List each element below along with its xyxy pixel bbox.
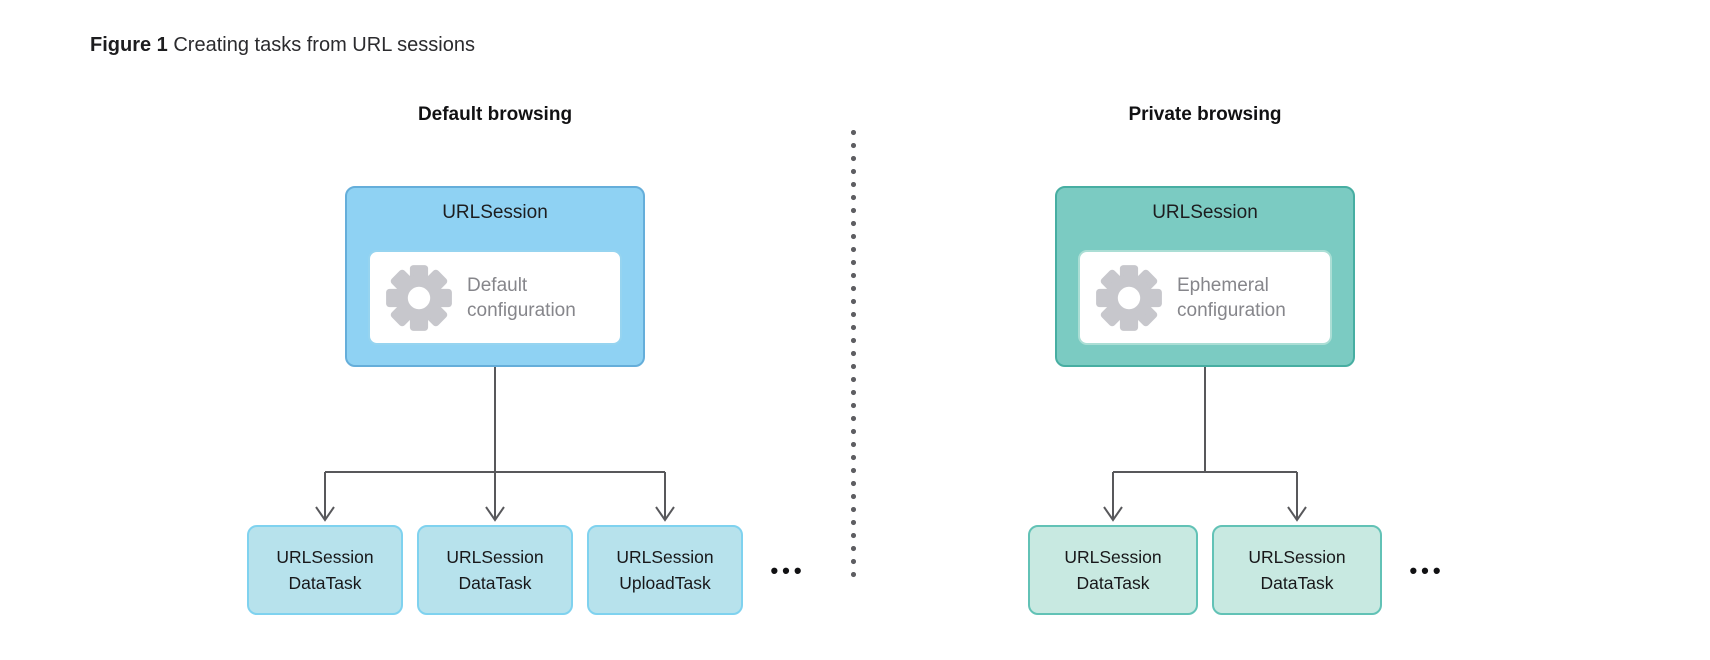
task-label-line2: DataTask — [288, 573, 362, 593]
task-label-line1: URLSession — [276, 547, 374, 567]
ephemeral-configuration-box: Ephemeral configuration — [1078, 250, 1332, 345]
more-tasks-ellipsis: ••• — [1409, 558, 1445, 583]
task-label-line2: DataTask — [1076, 573, 1150, 593]
gear-icon — [1096, 264, 1162, 331]
figure-caption: Creating tasks from URL sessions — [173, 34, 475, 56]
default-configuration-box: Default configuration — [368, 250, 622, 345]
configuration-label: Default configuration — [467, 274, 576, 321]
session-title: URLSession — [442, 202, 548, 223]
private-urlsession-box: URLSession Ephemeral configuration — [1055, 186, 1355, 367]
more-tasks-ellipsis: ••• — [770, 558, 806, 583]
task-label-line1: URLSession — [616, 547, 714, 567]
default-urlsession-box: URLSession Default configuration — [345, 186, 645, 367]
task-box: URLSession UploadTask — [587, 525, 743, 615]
arrowhead-icon — [1103, 506, 1123, 522]
task-label-line2: DataTask — [458, 573, 532, 593]
arrowhead-icon — [655, 506, 675, 522]
configuration-label: Ephemeral configuration — [1177, 274, 1286, 321]
figure-label: Figure 1 — [90, 34, 168, 56]
private-browsing-header: Private browsing — [1128, 104, 1282, 125]
task-box: URLSession DataTask — [247, 525, 403, 615]
default-browsing-header: Default browsing — [417, 104, 573, 125]
task-box: URLSession DataTask — [1028, 525, 1198, 615]
task-label-line1: URLSession — [1064, 547, 1162, 567]
task-label-line2: UploadTask — [619, 573, 711, 593]
session-title: URLSession — [1152, 202, 1258, 223]
task-label-line1: URLSession — [446, 547, 544, 567]
task-box: URLSession DataTask — [417, 525, 573, 615]
arrowhead-icon — [315, 506, 335, 522]
panel-divider — [851, 130, 856, 580]
figure-title: Figure 1 Creating tasks from URL session… — [90, 32, 475, 58]
task-label-line1: URLSession — [1248, 547, 1346, 567]
gear-icon — [386, 264, 452, 331]
arrowhead-icon — [485, 506, 505, 522]
task-label-line2: DataTask — [1260, 573, 1334, 593]
task-box: URLSession DataTask — [1212, 525, 1382, 615]
arrowhead-icon — [1287, 506, 1307, 522]
